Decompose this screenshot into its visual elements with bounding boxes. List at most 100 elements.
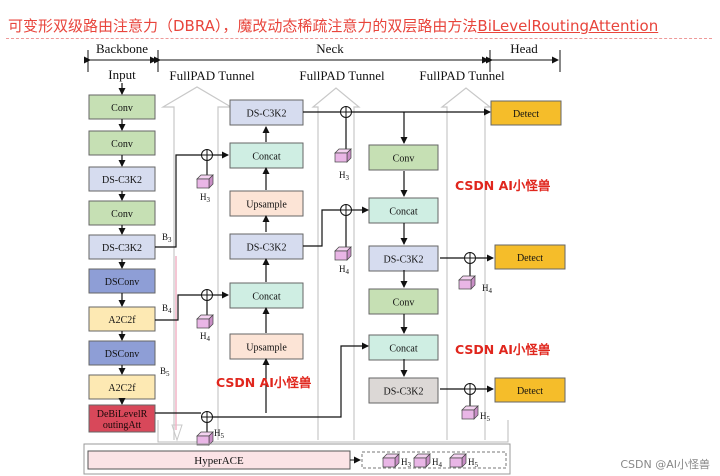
sum-node-1 [201,149,213,161]
output-cube-2 [413,453,431,468]
detect-head-1: Detect [490,100,562,126]
backbone-block-5-label: DS-C3K2 [102,243,142,254]
tunnel-label-1: FullPAD Tunnel [169,68,255,83]
neck1-block-4-label: DS-C3K2 [246,243,286,254]
tunnel-base-line [157,420,509,443]
neck2-block-6: DS-C3K2 [368,377,439,404]
sum-node-2 [201,289,213,301]
backbone-block-6: DSConv [88,268,156,294]
neck1-block-2: Concat [229,142,304,169]
h-label-5: H4 [339,264,350,276]
watermark-3: CSDN AI小怪兽 [216,375,312,390]
title-en: BiLevelRoutingAttention [477,17,659,35]
h-label-3: H5 [214,428,225,440]
backbone-block-2: Conv [88,130,156,156]
feature-cube-1 [196,174,214,189]
feature-cube-5 [334,246,352,261]
backbone-block-5: DS-C3K2 [88,234,156,260]
neck-label: Neck [316,41,344,56]
backbone-block-9-label: A2C2f [108,383,136,394]
neck2-block-1-label: Conv [393,154,415,165]
fullpad-tunnel-3 [440,87,492,440]
backbone-label: Backbone [96,41,148,56]
neck1-block-1: DS-C3K2 [229,99,304,126]
connections [155,108,494,433]
b5-label: B5 [160,366,170,378]
neck2-block-6-label: DS-C3K2 [383,387,423,398]
h-label-6: H4 [482,283,493,295]
sum-node-6 [464,252,476,264]
tunnel-label-2: FullPAD Tunnel [299,68,385,83]
b4-label: B4 [162,303,172,315]
neck1-block-5-label: Concat [252,292,281,303]
tunnel-1-bottom-arrow [171,424,183,442]
output-h-label-3: H5 [468,457,479,469]
neck2-block-2-label: Concat [389,207,418,218]
title-cn: 可变形双级路由注意力（DBRA），魔改动态稀疏注意力的双层路由方法 [8,17,478,35]
h-label-7: H5 [480,411,491,423]
h-label-4: H3 [339,170,350,182]
neck2-block-2: Concat [368,197,439,224]
backbone-block-1-label: Conv [111,103,133,114]
neck2-block-5-label: Concat [389,344,418,355]
detect-head-3: Detect [494,377,566,403]
tunnel-label-3: FullPAD Tunnel [419,68,505,83]
backbone-block-3: DS-C3K2 [88,166,156,192]
output-h-label-2: H4 [432,457,443,469]
neck-column-1: DS-C3K2ConcatUpsampleDS-C3K2ConcatUpsamp… [229,99,304,360]
neck1-block-3: Upsample [229,190,304,217]
hyperace-label: HyperACE [194,455,244,467]
hyperace-frame [83,443,511,475]
neck2-block-1: Conv [368,144,439,171]
neck2-block-3: DS-C3K2 [368,245,439,272]
hyperace-output-cubes: H3 H4 H5 [382,453,479,469]
detect-head-2-label: Detect [517,253,543,264]
neck1-block-3-label: Upsample [246,200,287,211]
backbone-block-4: Conv [88,200,156,226]
b3-label: B3 [162,232,172,244]
sum-node-3 [201,411,213,423]
output-cube-1 [382,453,400,468]
backbone-block-2-label: Conv [111,139,133,150]
backbone-block-7: A2C2f [88,306,156,332]
feature-cube-3 [196,431,214,446]
sum-nodes [201,106,476,423]
feature-cube-7 [461,405,479,420]
sum-node-5 [340,204,352,216]
neck1-block-1-label: DS-C3K2 [246,109,286,120]
neck1-block-4: DS-C3K2 [229,233,304,260]
backbone-column: ConvConvDS-C3K2ConvDS-C3K2DSConvA2C2fDSC… [88,83,156,433]
h-label-1: H3 [200,192,211,204]
footer-credit: CSDN @AI小怪兽 [620,458,710,471]
neck2-block-4-label: Conv [393,298,415,309]
sum-node-7 [464,383,476,395]
fullpad-tunnel-2 [311,87,361,440]
output-h-label-1: H3 [401,457,412,469]
h-label-2: H4 [200,331,211,343]
output-cube-3 [449,453,467,468]
neck2-block-4: Conv [368,288,439,315]
backbone-block-4-label: Conv [111,209,133,220]
backbone-block-3-label: DS-C3K2 [102,175,142,186]
feature-cube-2 [196,314,214,329]
page-title: 可变形双级路由注意力（DBRA），魔改动态稀疏注意力的双层路由方法BiLevel… [8,15,712,39]
input-label: Input [108,67,136,82]
backbone-block-9: A2C2f [88,374,156,400]
hyperace-outputs [361,451,507,469]
neck1-block-2-label: Concat [252,152,281,163]
backbone-block-8: DSConv [88,340,156,366]
title-divider [6,38,712,39]
neck2-block-3-label: DS-C3K2 [383,255,423,266]
neck1-block-6-label: Upsample [246,343,287,354]
backbone-block-10-label: outingAtt [103,420,142,431]
section-header [84,50,561,72]
neck1-block-6: Upsample [229,333,304,360]
backbone-block-7-label: A2C2f [108,315,136,326]
backbone-block-6-label: DSConv [105,277,139,288]
sum-node-4 [340,106,352,118]
